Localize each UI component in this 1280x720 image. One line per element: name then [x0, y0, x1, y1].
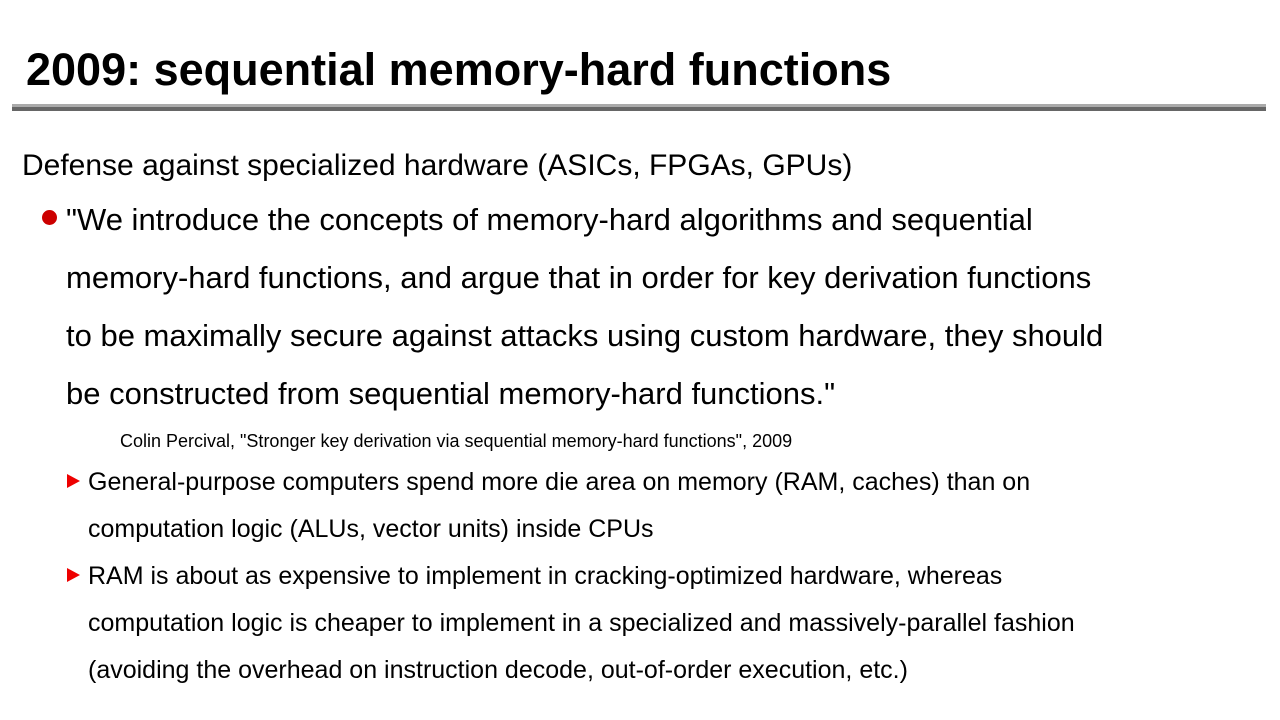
bullet-dot-icon	[42, 210, 57, 225]
subbullet-line: RAM is about as expensive to implement i…	[88, 562, 1003, 590]
title-rule-dark	[12, 107, 1266, 111]
quote-line: memory-hard functions, and argue that in…	[66, 260, 1092, 295]
bullet-triangle-icon	[67, 474, 80, 488]
section-heading: Defense against specialized hardware (AS…	[22, 149, 853, 182]
slide-title: 2009: sequential memory-hard functions	[26, 44, 892, 95]
quote-citation: Colin Percival, "Stronger key derivation…	[120, 431, 793, 451]
subbullet-line: (avoiding the overhead on instruction de…	[88, 656, 908, 684]
bullet-triangle-icon	[67, 568, 80, 582]
quote-line: "We introduce the concepts of memory-har…	[66, 202, 1033, 237]
subbullet-line: computation logic (ALUs, vector units) i…	[88, 515, 654, 543]
quote-line: to be maximally secure against attacks u…	[66, 318, 1104, 353]
subbullet-line: computation logic is cheaper to implemen…	[88, 609, 1075, 637]
title-rule-light	[12, 104, 1266, 107]
quote-line: be constructed from sequential memory-ha…	[66, 376, 836, 411]
subbullet-line: General-purpose computers spend more die…	[88, 468, 1031, 496]
